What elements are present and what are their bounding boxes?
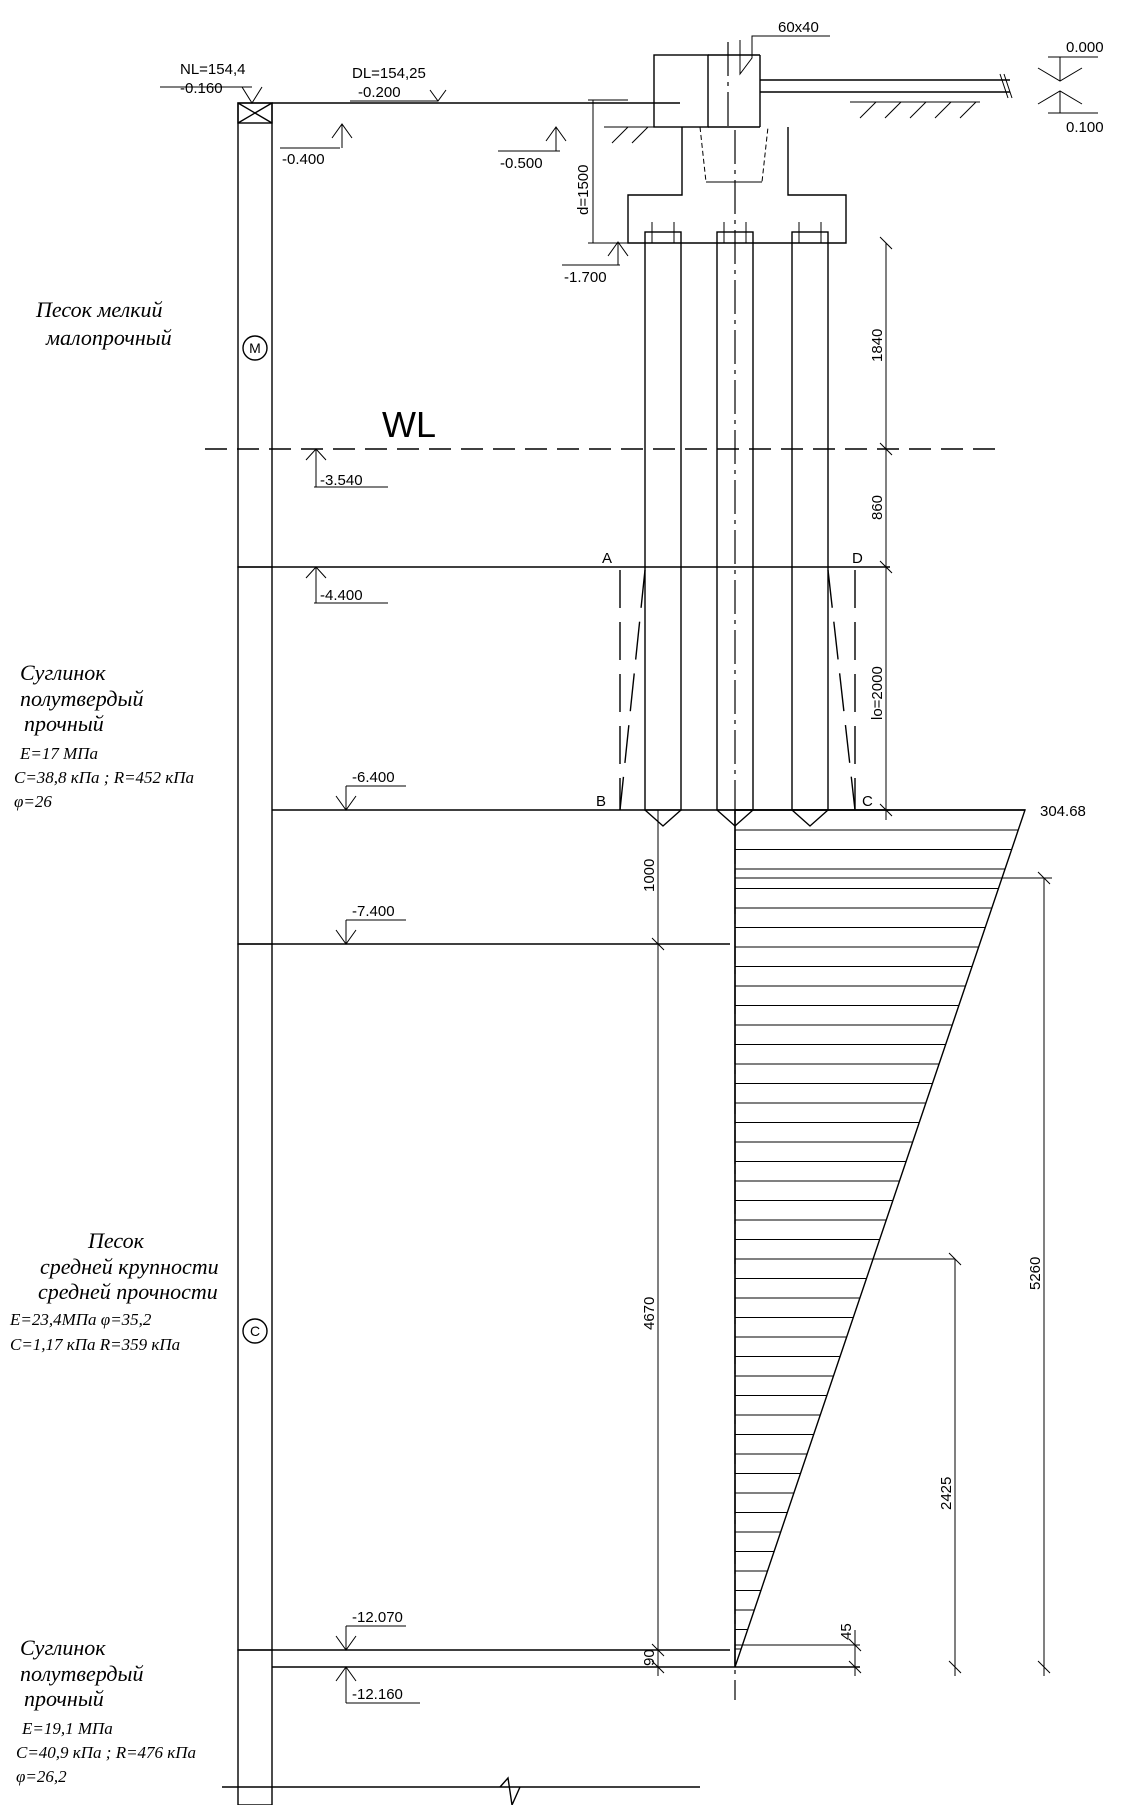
layer3-code: С bbox=[250, 1323, 260, 1339]
layer2-name-1: Суглинок bbox=[20, 660, 106, 685]
layer3-prop-1: E=23,4МПа φ=35,2 bbox=[9, 1310, 152, 1329]
dim-5260: 5260 bbox=[1027, 1257, 1044, 1290]
layer1-name-2: малопрочный bbox=[45, 325, 172, 350]
elev-0500: -0.500 bbox=[500, 155, 543, 172]
layer3-name-1: Песок bbox=[87, 1228, 145, 1253]
conventional-foundation bbox=[619, 569, 856, 811]
dim-1000: 1000 bbox=[641, 859, 658, 892]
layer4-name-2: полутвердый bbox=[20, 1661, 143, 1686]
layer2-prop-1: E=17 МПа bbox=[19, 744, 98, 763]
point-d: D bbox=[852, 550, 863, 567]
layer2-name-3: прочный bbox=[24, 711, 104, 736]
dim-d1500-label: d=1500 bbox=[575, 165, 592, 215]
layer2-prop-3: φ=26 bbox=[14, 792, 52, 811]
nl-elevation: NL=154,4 bbox=[180, 61, 245, 78]
soil-column bbox=[237, 102, 273, 1805]
layer-boundaries bbox=[222, 102, 890, 1805]
point-c: C bbox=[862, 793, 873, 810]
layer4-name-3: прочный bbox=[24, 1686, 104, 1711]
layer1-code: М bbox=[249, 340, 261, 356]
dl-elevation: DL=154,25 bbox=[352, 65, 426, 82]
elev-12070: -12.070 bbox=[352, 1609, 403, 1626]
elev-top-100: 0.100 bbox=[1066, 119, 1104, 136]
layer4-name-1: Суглинок bbox=[20, 1635, 106, 1660]
elev-0400: -0.400 bbox=[282, 151, 325, 168]
dim-lo: lo=2000 bbox=[869, 666, 886, 720]
layer4-prop-2: C=40,9 кПа ; R=476 кПа bbox=[16, 1743, 196, 1762]
right-dimension-chain bbox=[879, 236, 893, 820]
elev-4400: -4.400 bbox=[320, 587, 363, 604]
elev-12160: -12.160 bbox=[352, 1686, 403, 1703]
elev-6400: -6.400 bbox=[352, 769, 395, 786]
dim-d1500 bbox=[588, 99, 628, 244]
water-level-label: WL bbox=[382, 404, 436, 445]
elev-top-000: 0.000 bbox=[1066, 39, 1104, 56]
layer3-name-3: средней прочности bbox=[38, 1279, 218, 1304]
point-b: B bbox=[596, 793, 606, 810]
elev-1700: -1.700 bbox=[564, 269, 607, 286]
beam-size: 60x40 bbox=[778, 19, 819, 36]
elev-7400: -7.400 bbox=[352, 903, 395, 920]
left-dimension-chain bbox=[651, 810, 665, 1676]
stress-top-value: 304.68 bbox=[1040, 803, 1086, 820]
layer4-prop-1: E=19,1 МПа bbox=[21, 1719, 113, 1738]
outer-dimensions bbox=[848, 871, 1051, 1676]
dim-4670: 4670 bbox=[641, 1297, 658, 1330]
dim-45: 45 bbox=[838, 1623, 855, 1640]
point-a: A bbox=[602, 550, 612, 567]
dim-860: 860 bbox=[869, 495, 886, 520]
layer1-name-1: Песок мелкий bbox=[35, 297, 163, 322]
dl-mark: -0.200 bbox=[358, 84, 401, 101]
nl-mark: -0.160 bbox=[180, 80, 223, 97]
elevation-markers bbox=[160, 56, 1098, 1704]
stress-diagram bbox=[734, 809, 1052, 1668]
layer2-name-2: полутвердый bbox=[20, 686, 143, 711]
elev-3540: -3.540 bbox=[320, 472, 363, 489]
layer3-prop-2: C=1,17 кПа R=359 кПа bbox=[10, 1335, 180, 1354]
dim-2425: 2425 bbox=[938, 1477, 955, 1510]
dim-90: 90 bbox=[641, 1649, 658, 1666]
dim-1840: 1840 bbox=[869, 329, 886, 362]
layer3-name-2: средней крупности bbox=[40, 1254, 219, 1279]
layer4-prop-3: φ=26,2 bbox=[16, 1767, 67, 1786]
layer2-prop-2: C=38,8 кПа ; R=452 кПа bbox=[14, 768, 194, 787]
